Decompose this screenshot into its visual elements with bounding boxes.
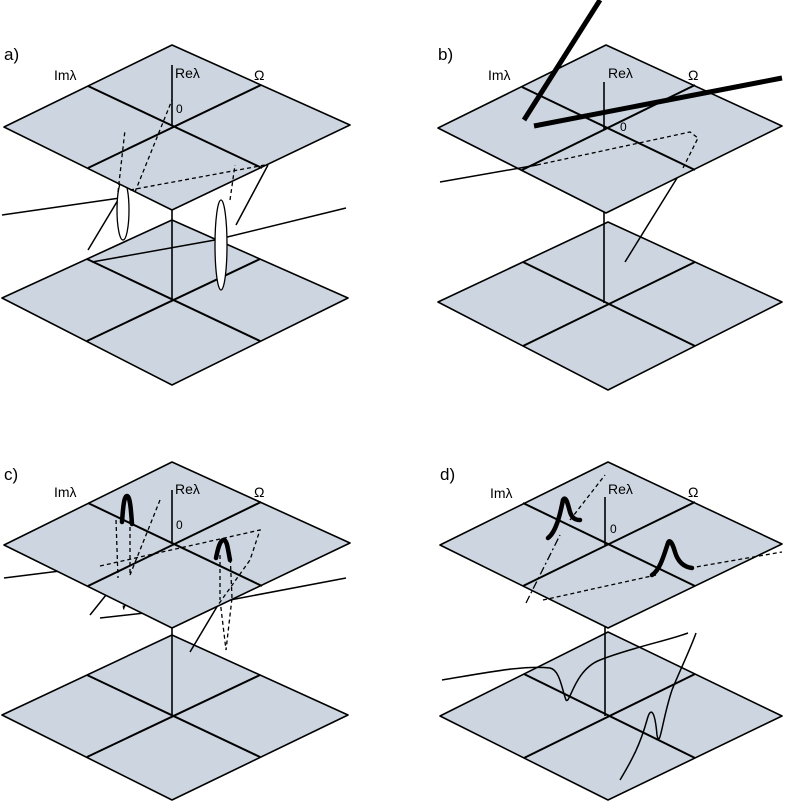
panel-d: d) Imλ Reλ Ω 0 — [439, 461, 783, 801]
panel-d-label: d) — [440, 465, 455, 484]
panel-a-label: a) — [4, 45, 19, 64]
panel-b-origin-label: 0 — [620, 120, 627, 134]
panel-b-im-axis-label: Imλ — [488, 67, 511, 83]
panel-b-curve-lower — [624, 169, 683, 263]
panel-c-peak-2 — [213, 537, 233, 563]
panel-d-lower-plane — [439, 631, 783, 801]
panel-a-origin-label: 0 — [176, 102, 183, 116]
panel-d-im-axis-label: Imλ — [490, 485, 513, 501]
panel-a-omega-label: Ω — [254, 67, 264, 83]
panel-b-label: b) — [438, 45, 453, 64]
panel-b-re-axis-label: Reλ — [608, 65, 633, 81]
panel-b-thick-line-1 — [521, 0, 603, 122]
panel-a-lower-plane — [1, 219, 349, 386]
panel-c-lower-plane — [1, 634, 349, 801]
panel-c-im-axis-label: Imλ — [54, 484, 77, 500]
panel-b-upper-plane — [437, 44, 783, 214]
panel-c-label: c) — [4, 465, 18, 484]
panel-c-re-axis-label: Reλ — [175, 481, 200, 497]
panel-b: b) Imλ Reλ Ω 0 — [437, 0, 783, 391]
panel-c: c) Imλ Reλ Ω 0 — [1, 461, 351, 801]
panel-c-omega-label: Ω — [254, 484, 264, 500]
panel-a-upper-plane — [3, 44, 351, 211]
panel-a-im-axis-label: Imλ — [54, 67, 77, 83]
panel-d-origin-label: 0 — [610, 522, 617, 536]
panel-d-re-axis-label: Reλ — [608, 481, 633, 497]
panel-c-peak-1 — [119, 493, 135, 527]
panel-c-origin-label: 0 — [176, 518, 183, 532]
panel-a: a) Imλ Reλ Ω 0 — [1, 44, 351, 386]
panel-a-re-axis-label: Reλ — [175, 65, 200, 81]
panel-b-omega-label: Ω — [688, 67, 698, 83]
panel-c-upper-plane — [3, 461, 351, 629]
panel-d-peak-1 — [545, 496, 583, 541]
panel-d-omega-label: Ω — [688, 484, 698, 500]
panel-b-thick-line-2 — [533, 75, 783, 129]
panel-d-upper-plane — [439, 461, 783, 629]
panel-a-curves — [1, 164, 347, 291]
panel-d-peak-2 — [649, 539, 695, 578]
panel-b-lower-plane — [437, 221, 783, 391]
panel-d-lower-curves — [441, 632, 697, 781]
